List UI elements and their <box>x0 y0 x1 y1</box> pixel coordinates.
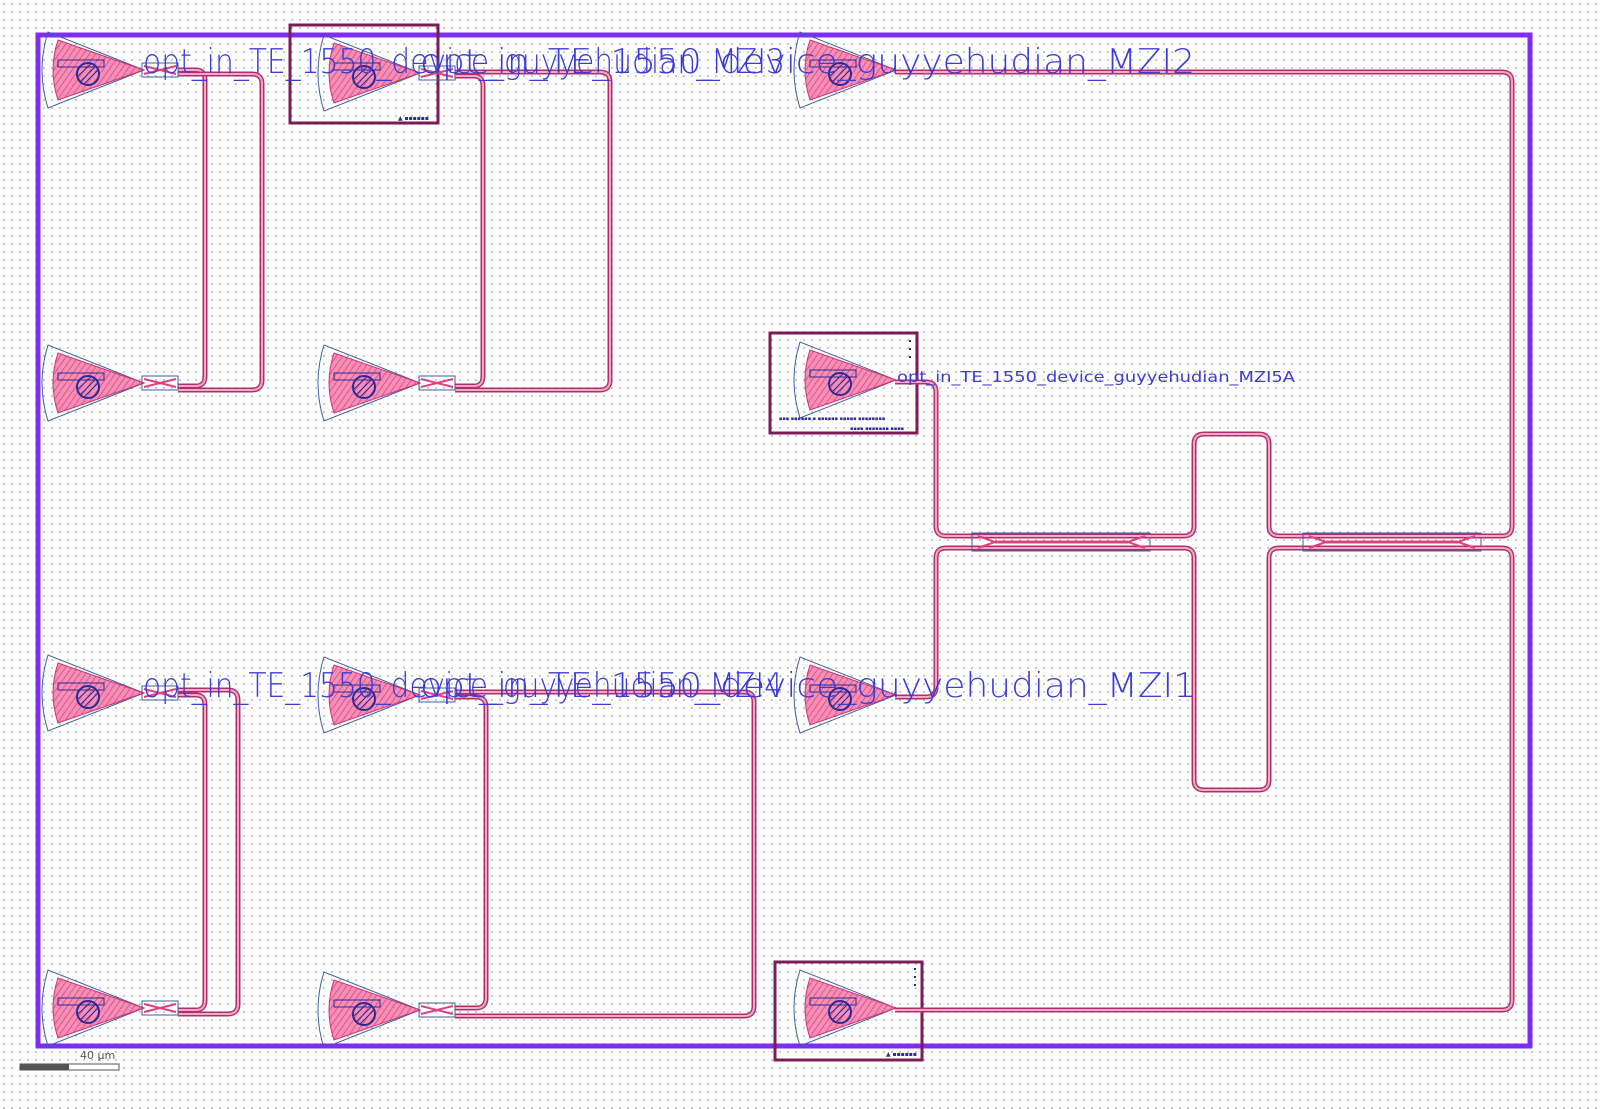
grating-coupler-icon <box>317 344 421 422</box>
y-branch-icon <box>418 1002 456 1018</box>
marker <box>914 976 916 978</box>
mzi2-device[interactable]: ▲ ▪▪▪▪▪▪ <box>288 23 613 422</box>
frame-mark: ▲ ▪▪▪▪▪▪ <box>886 1051 917 1058</box>
device-label-mzi5a: opt_in_TE_1550_device_guyyehudian_MZI5A <box>897 368 1296 387</box>
mzi4-waveguides <box>178 687 241 1017</box>
device-label-mzi3: opt_in_TE_1550_device_guyyehudian_MZI3 <box>143 42 785 82</box>
grating-coupler-icon <box>41 654 145 732</box>
marker <box>909 340 911 342</box>
y-branch-icon <box>141 1000 179 1016</box>
mzi3-waveguides <box>178 67 265 393</box>
marker <box>914 984 916 986</box>
marker <box>909 356 911 358</box>
marker <box>914 968 916 970</box>
frame-mark: ▪▪▪ ▪▪▪▪▪▪ ▪ ▪▪▪▪▪▪ ▪▪▪▪▪ ▪▪▪▪▪▪▪▪ <box>779 416 885 422</box>
mzi5a-device[interactable]: ▪▪▪ ▪▪▪▪▪▪ ▪ ▪▪▪▪▪▪ ▪▪▪▪▪ ▪▪▪▪▪▪▪▪ ▪▪▪▪ … <box>768 31 1515 1062</box>
mzi4-device[interactable] <box>41 654 241 1047</box>
y-branch-icon <box>141 375 179 391</box>
grating-coupler-icon <box>41 31 145 109</box>
marker <box>909 348 911 350</box>
grating-coupler-icon <box>41 344 145 422</box>
mzi1-device[interactable] <box>317 656 757 1049</box>
grating-coupler-icon <box>793 969 897 1047</box>
directional-coupler <box>971 532 1151 552</box>
frame-mark: ▪▪▪▪ ▪▪▪▪▪▪▪ ▪▪▪▪ <box>850 426 904 432</box>
grating-coupler-icon <box>41 969 145 1047</box>
grating-coupler-icon <box>317 971 421 1049</box>
device-label-mzi1: opt_in_TE_1550_device_guyyehudian_MZI1 <box>420 666 1196 706</box>
mzi1-waveguides <box>455 689 757 1019</box>
scale-bar-label: 40 µm <box>80 1049 115 1062</box>
device-label-mzi2: opt_in_TE_1550_device_guyyehudian_MZI2 <box>420 42 1195 82</box>
mzi5a-waveguides <box>895 69 1515 1013</box>
mzi3-device[interactable] <box>41 31 265 422</box>
y-branch-icon <box>418 375 456 391</box>
grating-coupler-icon <box>793 341 897 419</box>
scale-bar: 40 µm <box>19 1049 120 1071</box>
chip-outline <box>35 32 1533 1049</box>
device-label-mzi4: opt_in_TE_1550_device_guyyehudian_MZI4 <box>143 666 783 706</box>
frame-mark: ▲ ▪▪▪▪▪▪ <box>398 115 429 122</box>
directional-coupler <box>1302 532 1482 552</box>
mzi2-waveguides <box>455 69 613 393</box>
